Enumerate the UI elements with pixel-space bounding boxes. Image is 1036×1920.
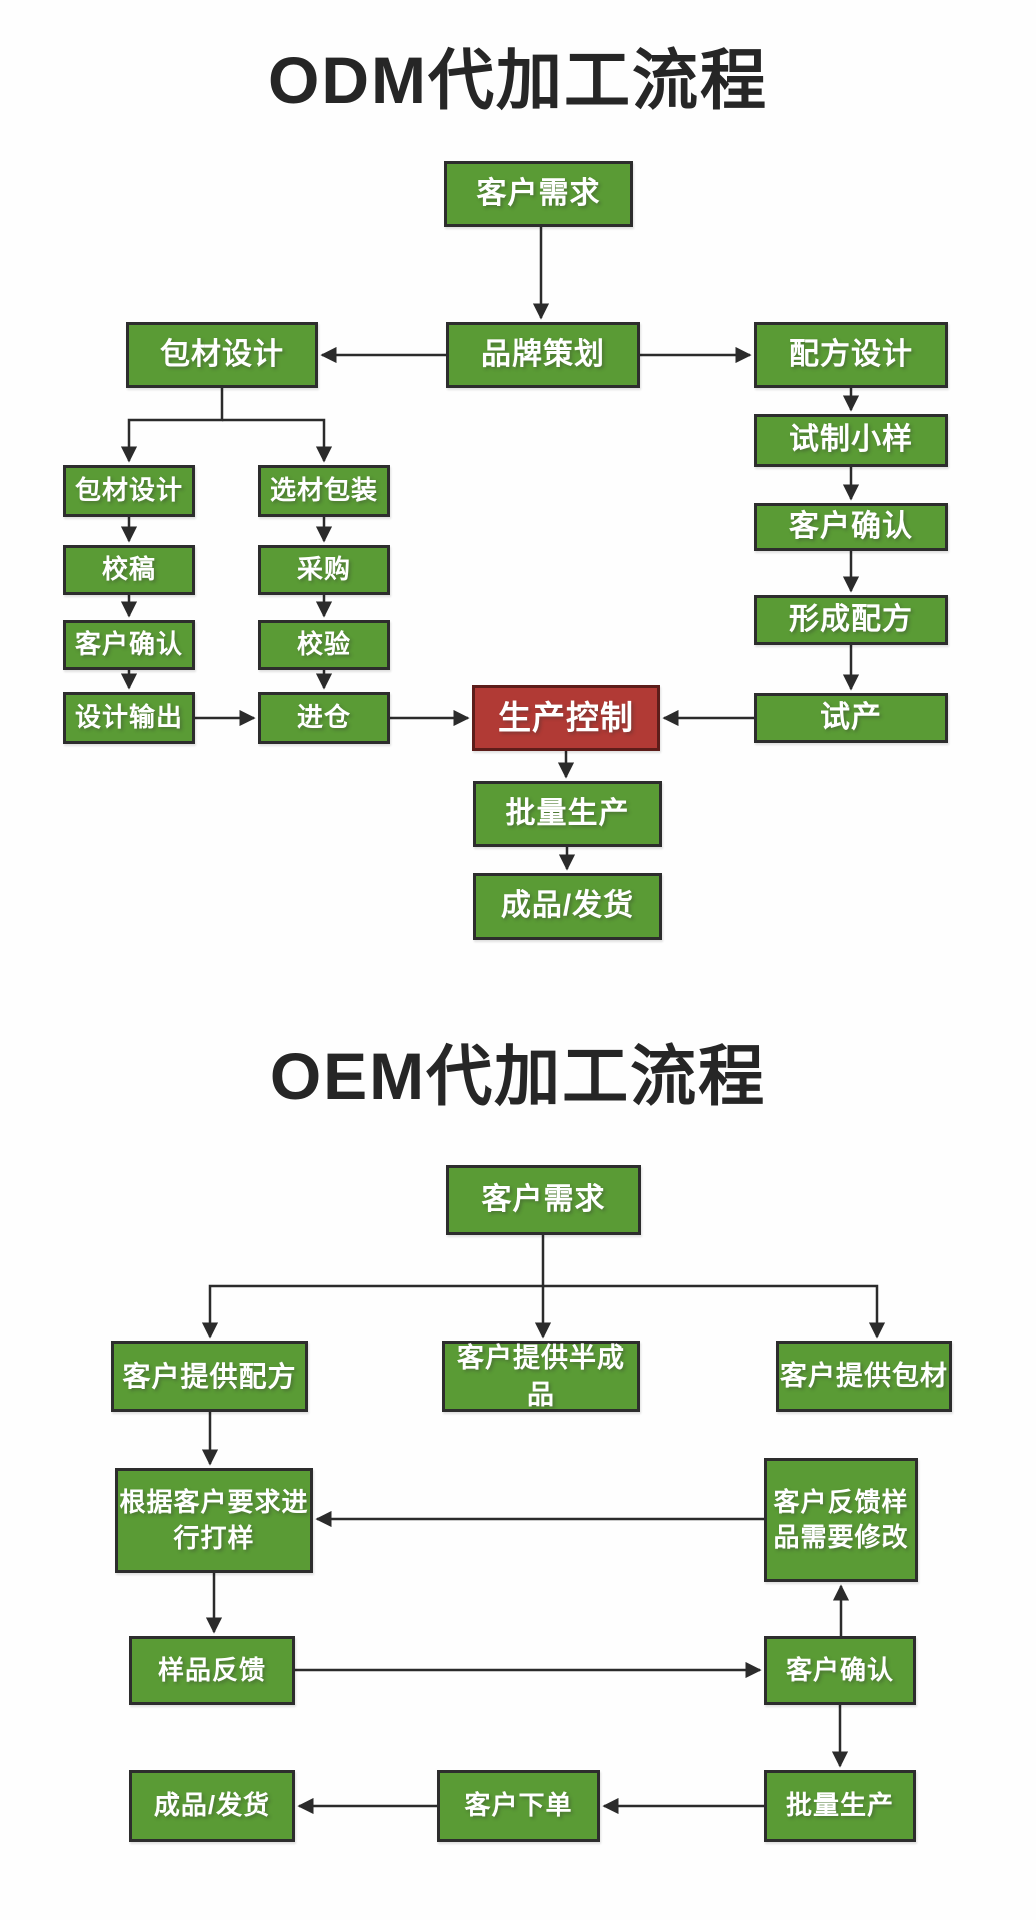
- odm-brand-planning: 品牌策划: [446, 322, 640, 388]
- oem-customer-order: 客户下单: [437, 1770, 600, 1842]
- odm-material-selection: 选材包装: [258, 465, 390, 517]
- odm-formula-design: 配方设计: [754, 322, 948, 388]
- odm-flow-title: ODM代加工流程: [268, 43, 768, 117]
- odm-proofreading: 校稿: [63, 545, 195, 595]
- odm-trial-production: 试产: [754, 693, 948, 743]
- flow-arrow: [120, 388, 224, 463]
- oem-flow-title: OEM代加工流程: [269, 1039, 767, 1113]
- oem-customer-formula: 客户提供配方: [111, 1341, 308, 1412]
- flow-arrow: [201, 1235, 545, 1339]
- odm-customer-confirm-right: 客户确认: [754, 503, 948, 551]
- oem-finished-delivery: 成品/发货: [129, 1770, 295, 1842]
- oem-customer-demand: 客户需求: [446, 1165, 641, 1235]
- odm-packaging-design-sub: 包材设计: [63, 465, 195, 517]
- odm-warehousing: 进仓: [258, 692, 390, 744]
- flow-arrow: [543, 1284, 886, 1339]
- odm-verification: 校验: [258, 620, 390, 670]
- odm-mass-production: 批量生产: [473, 781, 662, 847]
- odm-trial-sample: 试制小样: [754, 414, 948, 467]
- odm-packaging-design: 包材设计: [126, 322, 318, 388]
- oem-feedback-modify: 客户反馈样 品需要修改: [764, 1458, 918, 1582]
- oem-customer-packaging: 客户提供包材: [776, 1341, 952, 1412]
- odm-customer-demand: 客户需求: [444, 161, 633, 227]
- odm-finished-delivery: 成品/发货: [473, 873, 662, 940]
- odm-customer-confirm-left: 客户确认: [63, 620, 195, 670]
- odm-procurement: 采购: [258, 545, 390, 595]
- odm-design-output: 设计输出: [63, 692, 195, 744]
- odm-production-control: 生产控制: [472, 685, 660, 751]
- flow-arrow: [222, 418, 333, 463]
- odm-formula-formation: 形成配方: [754, 595, 948, 645]
- oem-sample-making: 根据客户要求进 行打样: [115, 1468, 313, 1573]
- oem-sample-feedback: 样品反馈: [129, 1636, 295, 1705]
- oem-customer-semifinished: 客户提供半成品: [442, 1341, 640, 1412]
- oem-customer-confirm: 客户确认: [764, 1636, 916, 1705]
- oem-mass-production: 批量生产: [764, 1770, 916, 1842]
